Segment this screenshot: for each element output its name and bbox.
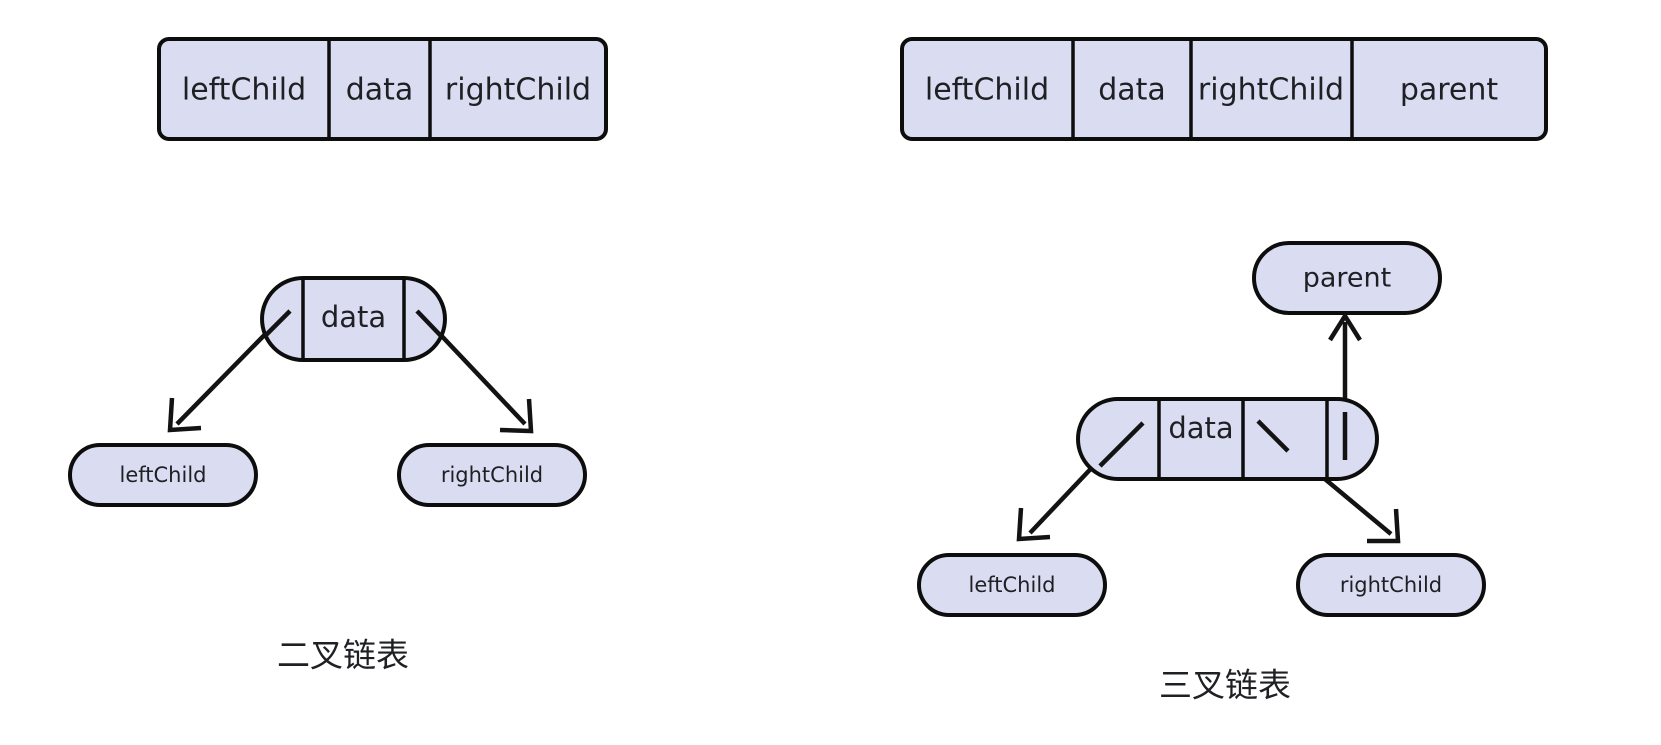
right-child-pill xyxy=(1296,553,1486,617)
ternary-node-struct-table: leftChild data rightChild parent xyxy=(900,37,1548,141)
left-child-pill xyxy=(917,553,1107,617)
rightChild-pointer-slash xyxy=(415,309,443,338)
ternary-linked-list-diagram: leftChild data rightChild parent parent xyxy=(900,37,1548,705)
struct-field-rightChild: rightChild xyxy=(445,73,591,108)
struct-field-data: data xyxy=(1098,73,1166,108)
struct-table-outline xyxy=(157,37,608,141)
right-edge-arrowhead xyxy=(1367,508,1401,544)
binary-node: data xyxy=(260,276,447,362)
right-child-label: rightChild xyxy=(1340,573,1442,597)
binary-linked-list-caption: 二叉链表 xyxy=(277,636,409,675)
left-child-label: leftChild xyxy=(969,573,1056,597)
ternary-node-body xyxy=(1076,397,1379,481)
leftChild-pointer-slash xyxy=(1098,421,1145,468)
ternary-parent-node: parent xyxy=(1252,241,1442,315)
rightChild-pointer-slash xyxy=(1256,419,1290,453)
ternary-right-child-node: rightChild xyxy=(1296,553,1486,617)
parent-pill xyxy=(1252,241,1442,315)
binary-linked-list-diagram: leftChild data rightChild data leftChild xyxy=(68,37,608,675)
binary-left-child-node: leftChild xyxy=(68,443,258,507)
struct-field-rightChild: rightChild xyxy=(1198,73,1344,108)
ternary-linked-list-caption: 三叉链表 xyxy=(1159,666,1291,705)
ternary-node-data-label: data xyxy=(1168,411,1233,445)
struct-table-outline xyxy=(900,37,1548,141)
ternary-left-child-node: leftChild xyxy=(917,553,1107,617)
right-edge-arrowhead xyxy=(499,398,534,434)
parent-label: parent xyxy=(1303,263,1392,294)
binary-right-child-node: rightChild xyxy=(397,443,587,507)
left-child-label: leftChild xyxy=(120,463,207,487)
ternary-node: data xyxy=(1076,397,1379,481)
parent-edge-arrowhead xyxy=(1328,311,1362,342)
struct-field-leftChild: leftChild xyxy=(182,73,306,108)
leftChild-pointer-slash xyxy=(263,309,292,338)
struct-field-data: data xyxy=(346,73,414,108)
left-edge-arrowhead xyxy=(167,397,202,433)
binary-node-data-label: data xyxy=(321,300,386,334)
binary-node-struct-table: leftChild data rightChild xyxy=(157,37,608,141)
left-edge-arrowhead xyxy=(1016,507,1051,542)
struct-field-parent: parent xyxy=(1400,73,1499,108)
left-child-pill xyxy=(68,443,258,507)
right-child-pill xyxy=(397,443,587,507)
right-child-label: rightChild xyxy=(441,463,543,487)
struct-field-leftChild: leftChild xyxy=(925,73,1049,108)
